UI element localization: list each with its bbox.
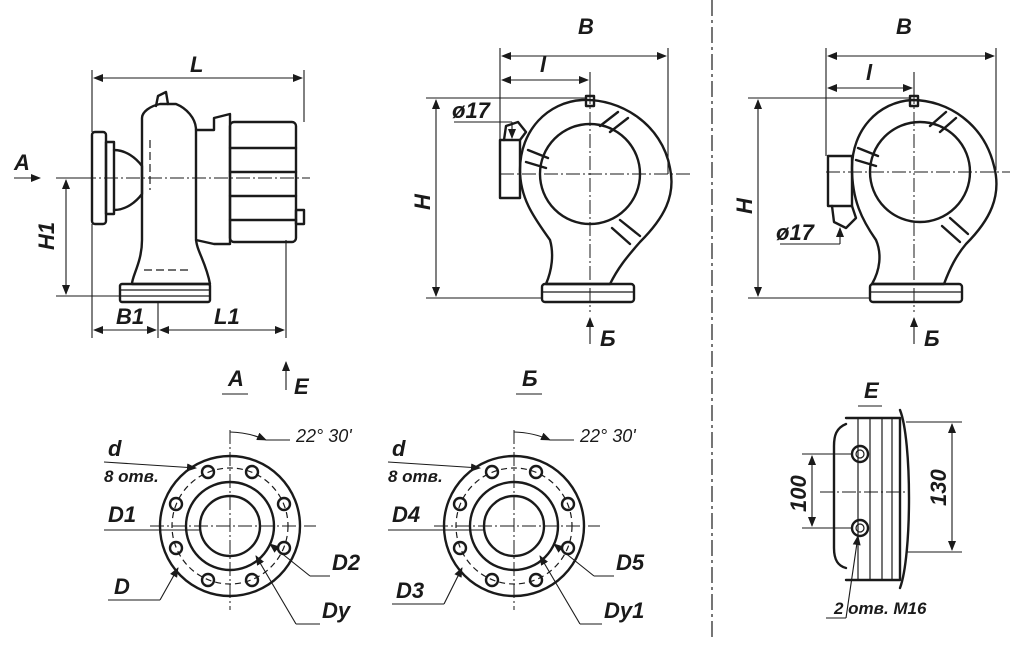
dim-H1-label: H1: [34, 222, 59, 250]
flange-A-d: d: [108, 436, 122, 461]
flange-A-Dy: Dy: [322, 598, 352, 623]
flange-B-D4: D4: [392, 502, 420, 527]
view-A-arrow-label: A: [13, 150, 30, 175]
dim-hole-label-2: ø17: [776, 220, 816, 245]
front-view-1: B l H ø17 Б: [410, 14, 690, 351]
flange-B-holes: 8 отв.: [388, 467, 443, 486]
view-B-arrow-label-1: Б: [600, 326, 616, 351]
volute-casing: [518, 98, 673, 286]
dim-B-label-2: B: [896, 14, 912, 39]
flange-B-Dy1: Dy1: [604, 598, 644, 623]
flange-view-A: A 22° 30' d 8 отв. D1 D D2: [103, 366, 361, 625]
dim-B1-label: B1: [116, 304, 144, 329]
dim-hole-label-1: ø17: [452, 98, 492, 123]
dim-H-label-2: H: [732, 197, 757, 214]
view-E-arrow-label: E: [294, 374, 310, 399]
dim-L-label: L: [190, 52, 203, 77]
flange-A-angle: 22° 30': [295, 426, 352, 446]
mounting-lug: [498, 138, 522, 200]
dim-B-label-1: B: [578, 14, 594, 39]
flange-B-D5: D5: [616, 550, 645, 575]
front-view-2: B l H ø17 Б: [732, 14, 1010, 351]
motor: [228, 120, 298, 244]
volute-casing-2: [850, 98, 998, 286]
flange-B-title: Б: [522, 366, 538, 391]
mounting-lug-2: [826, 154, 854, 208]
dim-100-label: 100: [786, 475, 811, 512]
terminal-bracket: [832, 422, 848, 570]
bolt-hole-upper: [850, 444, 870, 464]
flange-B-d: d: [392, 436, 406, 461]
front-base-flange: [540, 282, 636, 304]
dim-l-label-1: l: [540, 52, 547, 77]
flange-view-B: Б 22° 30' d 8 отв. D4 D3 D5 Dy1: [387, 366, 645, 625]
flange-A-D2: D2: [332, 550, 361, 575]
dim-H-label-1: H: [410, 193, 435, 210]
view-B-arrow-label-2: Б: [924, 326, 940, 351]
pump-body: [130, 102, 212, 286]
bolt-hole-lower: [850, 518, 870, 538]
view-E: E 100 130 2 отв. M16: [786, 378, 962, 619]
view-E-title: E: [864, 378, 880, 403]
side-view: L H1 A B1 L1 E: [13, 52, 310, 399]
dim-130-label: 130: [926, 469, 951, 506]
flange-B-D3: D3: [396, 578, 424, 603]
flange-A-title: A: [227, 366, 244, 391]
flange-B-angle: 22° 30': [579, 426, 636, 446]
front-base-flange-2: [868, 282, 964, 304]
flange-A-D1: D1: [108, 502, 136, 527]
dim-l-label-2: l: [866, 60, 873, 85]
dim-L1-label: L1: [214, 304, 240, 329]
view-E-holes: 2 отв. M16: [833, 599, 927, 618]
flange-A-D: D: [114, 574, 130, 599]
flange-A-holes: 8 отв.: [104, 467, 159, 486]
bolt-holes-B: [452, 464, 576, 588]
base-flange: [118, 282, 212, 304]
